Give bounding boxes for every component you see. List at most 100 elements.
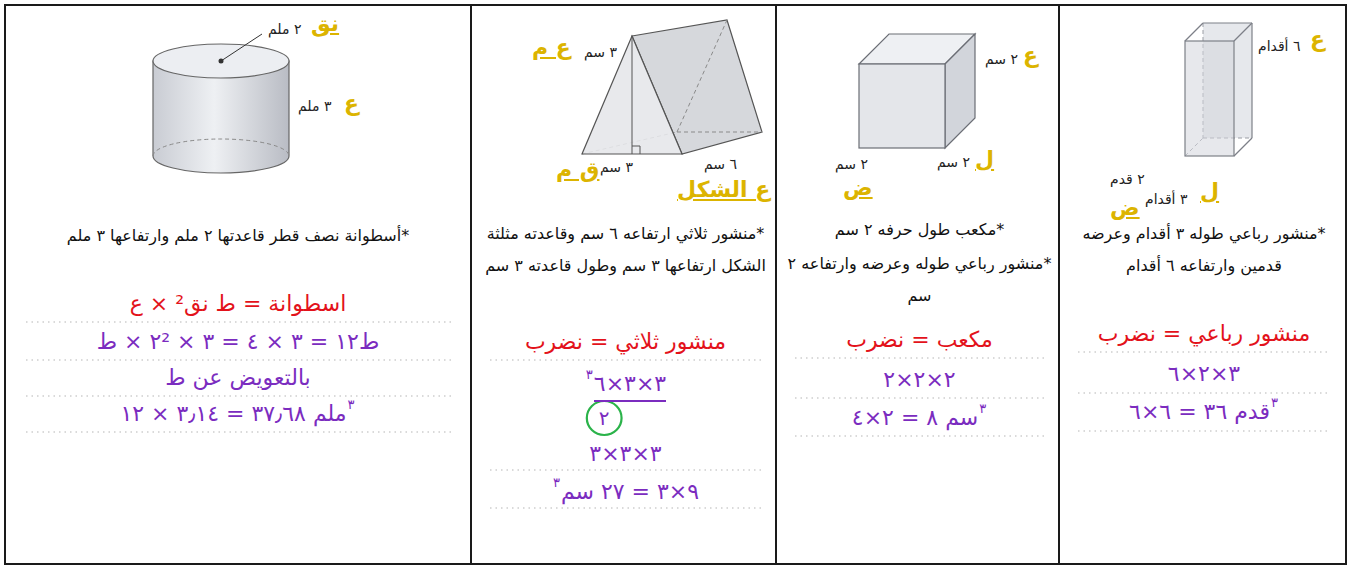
exponent: ٣ <box>348 398 355 412</box>
text-slot: ٩×٣ = ٢٧ سم٣ <box>482 476 769 508</box>
text-slot: ٢ سم <box>985 51 1018 67</box>
text-slot: بالتعويض عن ط <box>26 362 450 394</box>
problem-statement: *منشور رباعي طوله وعرضه وارتفاعه ٢ سم <box>787 248 1052 312</box>
answer-lines <box>1078 352 1330 431</box>
text-slot: ٣ ملم <box>298 98 331 114</box>
figure-line <box>490 507 762 508</box>
text-slot: نق <box>311 10 339 38</box>
text-slot: *منشور رباعي طوله ٣ أقدام وعرضه قدمين وا… <box>1070 218 1338 282</box>
formula-rule: مكعب = نضرب <box>846 324 993 356</box>
figure-line <box>26 431 451 432</box>
dimension-label: ٢ قدم <box>1110 171 1145 187</box>
text-slot: مكعب = نضرب <box>787 324 1052 356</box>
figure-line <box>1251 23 1252 138</box>
answer-lines <box>490 360 762 508</box>
text-slot: ٣قدم ٣٦ = ٦×٦ <box>1070 396 1338 428</box>
text-slot: ٢ <box>596 406 613 430</box>
text-slot: ٢×٢×٢ <box>787 364 1052 396</box>
text-slot: ٣×٣×٦٣ <box>482 368 769 402</box>
text-slot: ل <box>1200 178 1219 206</box>
figure-line <box>1078 351 1330 352</box>
problem-statement: *منشور رباعي طوله ٣ أقدام وعرضه قدمين وا… <box>1070 218 1338 282</box>
radius-line <box>221 34 262 61</box>
figure-line <box>1185 23 1203 41</box>
dimension-label: ٢ ملم <box>268 21 301 37</box>
text-slot: ٢ سم <box>835 156 868 172</box>
text-slot: ض <box>1110 194 1140 222</box>
worked-step: بالتعويض عن ط <box>165 362 310 394</box>
exponent: ٣ <box>979 402 986 416</box>
dimension-label: ٦ أقدام <box>1258 38 1300 54</box>
figure-line <box>26 321 451 322</box>
handwritten-label: نق <box>311 10 339 38</box>
handwritten-label: ع <box>344 90 359 118</box>
figure-line <box>1078 392 1330 393</box>
text-slot: *منشور رباعي طوله وعرضه وارتفاعه ٢ سم <box>787 248 1052 312</box>
dimension-label: ٦ سم <box>704 156 737 172</box>
worked-step: ٢×٢×٢ <box>883 364 955 396</box>
worked-step: ٣×٣×٣ <box>589 438 661 470</box>
figure-line <box>677 132 762 133</box>
figure-line <box>26 395 451 396</box>
text-slot: ٢ قدم <box>1110 171 1145 187</box>
handwritten-label: ض <box>843 174 873 202</box>
text-slot: ل <box>975 146 994 174</box>
dimension-label: ٣ ملم <box>298 98 331 114</box>
dimension-label: ٢ سم <box>835 156 868 172</box>
problem-statement: *مكعب طول حرفه ٢ سم <box>787 214 1052 246</box>
dimension-label: ٢ سم <box>937 154 970 170</box>
worked-step: ط١٢ = ٣ × ٤ = ٣ × ٢² × ط <box>97 326 380 358</box>
dimension-label: ٢ سم <box>985 51 1018 67</box>
text-slot: ٣×٢×٦ <box>1070 358 1338 390</box>
text-slot: منشور رباعي = نضرب <box>1070 318 1338 350</box>
text-slot: *أسطوانة نصف قطر قاعدتها ٢ ملم وارتفاعها… <box>26 220 450 252</box>
text-slot: ط١٢ = ٣ × ٤ = ٣ × ٢² × ط <box>26 326 450 358</box>
text-slot: اسطوانة = ط نق² × ع <box>26 288 450 320</box>
text-slot: ع الشكل <box>677 176 770 204</box>
text-slot: ٢ ملم <box>268 21 301 37</box>
figure-line <box>1203 22 1252 23</box>
worked-step: سم ٨ = ٢×٤ <box>852 402 978 434</box>
text-slot: *منشور ثلاثي ارتفاعه ٦ سم وقاعدته مثلثة … <box>482 218 769 282</box>
problem-statement: *منشور ثلاثي ارتفاعه ٦ سم وقاعدته مثلثة … <box>482 218 769 282</box>
figure-line <box>677 20 727 132</box>
text-slot: ع <box>344 90 359 118</box>
handwritten-label: ق م <box>556 156 599 184</box>
problem-panel: ٢ ملم نق ٣ ملم ع *أسطوانة نصف قطر قاعدتها ٢ … <box>4 4 472 565</box>
front-face <box>582 36 682 154</box>
text-slot: ٦ سم <box>704 156 737 172</box>
text-slot: ٣ سم <box>600 159 633 175</box>
exponent: ٣ <box>586 368 593 382</box>
handwritten-label: ل <box>975 146 994 174</box>
worked-step: ٩×٣ = ٢٧ سم <box>561 476 699 508</box>
text-slot: ع <box>1023 42 1038 70</box>
figure-line <box>1234 23 1252 41</box>
figure-line <box>1078 430 1330 431</box>
worked-step: قدم ٣٦ = ٦×٦ <box>1129 396 1270 428</box>
text-slot: ٣ سم <box>584 44 617 60</box>
text-slot: ع م <box>532 34 571 62</box>
problem-panel: ع ٦ أقدام ٢ قدم٣ أقدام ض ل *منشور رباعي طوله … <box>1058 4 1347 565</box>
handwritten-label: ل <box>1200 178 1219 206</box>
figure-line <box>1234 138 1252 156</box>
text-slot: ٦ أقدام <box>1258 38 1300 54</box>
text-slot: ع <box>1310 26 1325 54</box>
text-slot: ٣سم ٨ = ٢×٤ <box>787 402 1052 434</box>
dimension-label: ٣ سم <box>600 159 633 175</box>
answer-lines <box>795 358 1045 436</box>
figure-line <box>795 357 1045 358</box>
text-slot: ض <box>843 174 873 202</box>
text-slot: ٣ أقدام <box>1145 191 1187 207</box>
right-angle-mark <box>632 146 640 154</box>
handwritten-label: ض <box>1110 194 1140 222</box>
dimension-label: ٣ أقدام <box>1145 191 1187 207</box>
figure-line <box>26 359 451 360</box>
text-slot: منشور ثلاثي = نضرب <box>482 326 769 358</box>
front-face <box>859 64 945 148</box>
problem-statement: *أسطوانة نصف قطر قاعدتها ٢ ملم وارتفاعها… <box>26 220 450 252</box>
exponent: ٣ <box>553 476 560 490</box>
text-slot: ٢ سم <box>937 154 970 170</box>
figure-line <box>490 469 762 470</box>
denominator: ٢ <box>596 406 613 430</box>
